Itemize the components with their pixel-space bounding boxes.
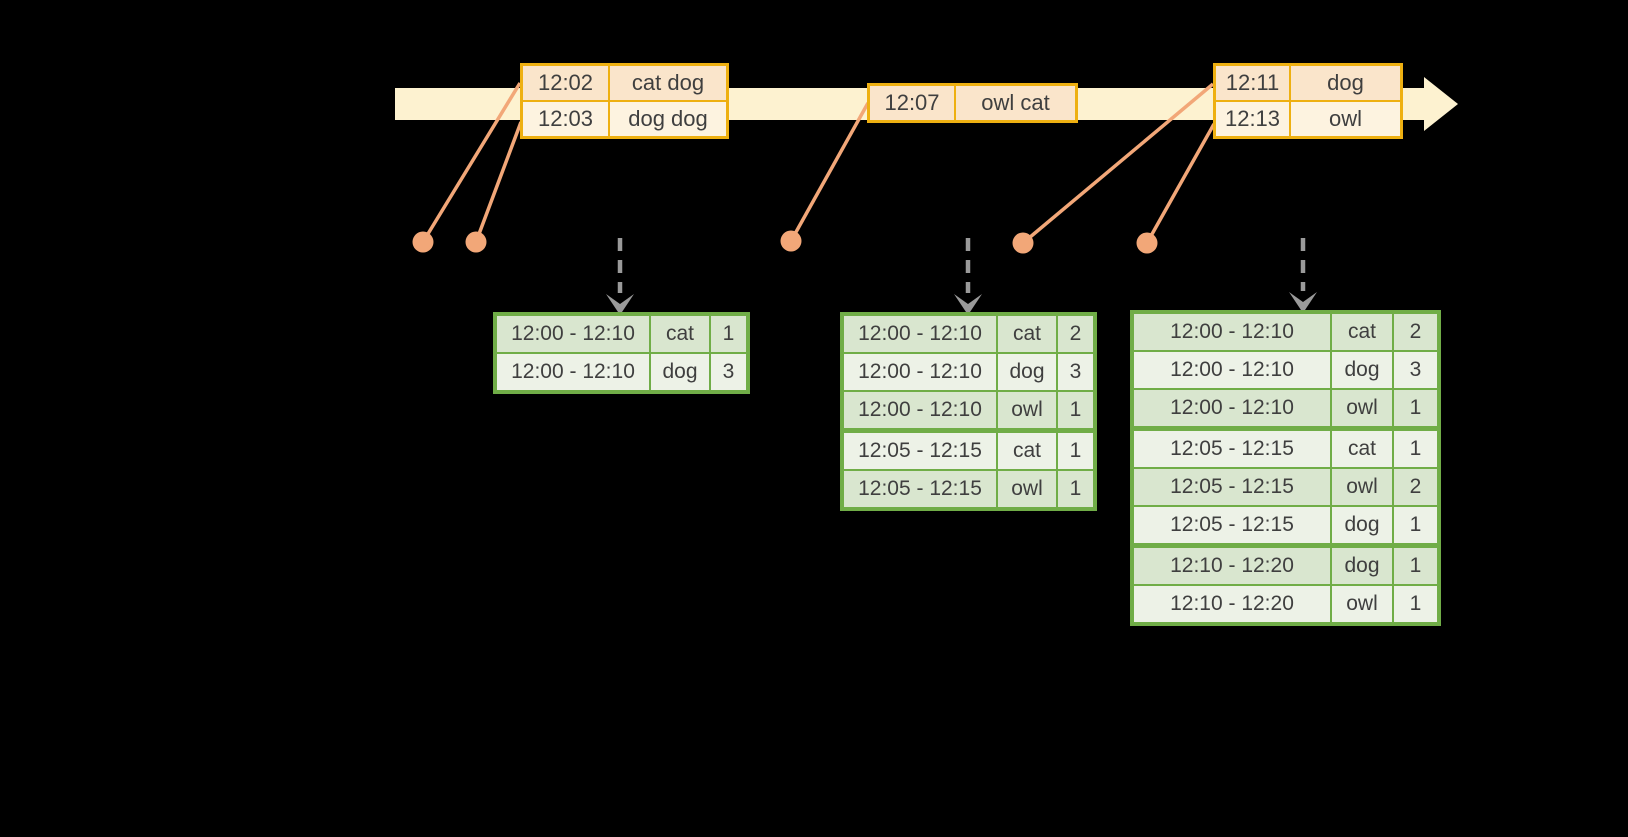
result-row-word: cat bbox=[1330, 431, 1392, 467]
result-row-count: 1 bbox=[1056, 433, 1093, 469]
result-row-word: cat bbox=[996, 316, 1056, 352]
result-row-window: 12:05 - 12:15 bbox=[858, 477, 982, 500]
event-row: 12:07 owl cat bbox=[870, 86, 1075, 120]
result-row-count: 3 bbox=[709, 354, 746, 390]
event-row-time: 12:11 bbox=[1216, 66, 1291, 100]
event-row-words: owl bbox=[1328, 106, 1362, 131]
result-row-window: 12:00 - 12:10 bbox=[511, 360, 635, 383]
event-connector-line bbox=[421, 82, 522, 243]
event-marker-dot bbox=[465, 231, 487, 253]
event-marker-dot bbox=[412, 231, 434, 253]
result-row-count: 2 bbox=[1056, 316, 1093, 352]
result-row-count: 1 bbox=[1392, 507, 1437, 543]
result-row-word: owl bbox=[996, 471, 1056, 507]
event-row-words: owl cat bbox=[981, 90, 1050, 115]
result-row-window: 12:05 - 12:15 bbox=[1170, 513, 1294, 536]
result-row-count: 2 bbox=[1392, 469, 1437, 505]
event-row-time: 12:13 bbox=[1216, 102, 1291, 136]
result-row-count: 1 bbox=[1392, 586, 1437, 622]
result-row-count: 1 bbox=[1392, 390, 1437, 426]
result-row-window: 12:05 - 12:15 bbox=[858, 439, 982, 462]
result-row-count: 2 bbox=[1392, 314, 1437, 350]
result-row-word: dog bbox=[649, 354, 709, 390]
result-row-count: 3 bbox=[1056, 354, 1093, 390]
event-connector-line bbox=[789, 102, 870, 242]
result-row-word: owl bbox=[1330, 469, 1392, 505]
event-connector-line bbox=[474, 121, 523, 243]
event-row-words: dog bbox=[1327, 70, 1364, 95]
result-row-word: dog bbox=[996, 354, 1056, 390]
result-row-window: 12:00 - 12:10 bbox=[1170, 320, 1294, 343]
event-row-time: 12:07 bbox=[870, 86, 956, 120]
event-row: 12:11 dog bbox=[1216, 66, 1400, 100]
event-marker-dot bbox=[780, 230, 802, 252]
result-row-word: cat bbox=[649, 316, 709, 352]
result-row-word: dog bbox=[1330, 548, 1392, 584]
result-row-window: 12:00 - 12:10 bbox=[1170, 358, 1294, 381]
event-row-time: 12:03 bbox=[523, 102, 610, 136]
result-row-count: 1 bbox=[709, 316, 746, 352]
result-row-word: dog bbox=[1330, 352, 1392, 388]
result-row-window: 12:00 - 12:10 bbox=[858, 360, 982, 383]
result-row-word: dog bbox=[1330, 507, 1392, 543]
event-row: 12:02 cat dog bbox=[523, 66, 726, 100]
result-row-word: owl bbox=[1330, 390, 1392, 426]
result-row-word: owl bbox=[1330, 586, 1392, 622]
event-marker-dot bbox=[1012, 232, 1034, 254]
trigger-arrowhead-icon bbox=[1289, 292, 1317, 313]
result-row-count: 1 bbox=[1392, 431, 1437, 467]
result-row-window: 12:05 - 12:15 bbox=[1170, 437, 1294, 460]
event-row: 12:13 owl bbox=[1216, 100, 1400, 136]
result-row-word: owl bbox=[996, 392, 1056, 428]
result-row-count: 1 bbox=[1392, 548, 1437, 584]
result-row-word: cat bbox=[1330, 314, 1392, 350]
result-row-window: 12:00 - 12:10 bbox=[858, 398, 982, 421]
trigger-arrowhead-icon bbox=[606, 294, 634, 315]
input-event-table-3: 12:11 dog 12:13 owl bbox=[1213, 63, 1403, 139]
event-row-time: 12:02 bbox=[523, 66, 610, 100]
result-row-window: 12:10 - 12:20 bbox=[1170, 592, 1294, 615]
event-row-words: dog dog bbox=[628, 106, 708, 131]
event-row: 12:03 dog dog bbox=[523, 100, 726, 136]
result-row-word: cat bbox=[996, 433, 1056, 469]
event-connector-line bbox=[1145, 123, 1216, 244]
result-row-window: 12:10 - 12:20 bbox=[1170, 554, 1294, 577]
result-row-count: 1 bbox=[1056, 471, 1093, 507]
timeline-arrowhead-icon bbox=[1424, 77, 1458, 131]
result-row-count: 3 bbox=[1392, 352, 1437, 388]
result-row-count: 1 bbox=[1056, 392, 1093, 428]
trigger-arrowhead-icon bbox=[954, 294, 982, 315]
result-row-window: 12:00 - 12:10 bbox=[1170, 396, 1294, 419]
result-row-window: 12:00 - 12:10 bbox=[511, 322, 635, 345]
event-row-words: cat dog bbox=[631, 70, 705, 95]
result-row-window: 12:05 - 12:15 bbox=[1170, 475, 1294, 498]
event-marker-dot bbox=[1136, 232, 1158, 254]
event-connector-line bbox=[1021, 82, 1215, 245]
input-event-table-2: 12:07 owl cat bbox=[867, 83, 1078, 123]
result-row-window: 12:00 - 12:10 bbox=[858, 322, 982, 345]
input-event-table-1: 12:02 cat dog 12:03 dog dog bbox=[520, 63, 729, 139]
